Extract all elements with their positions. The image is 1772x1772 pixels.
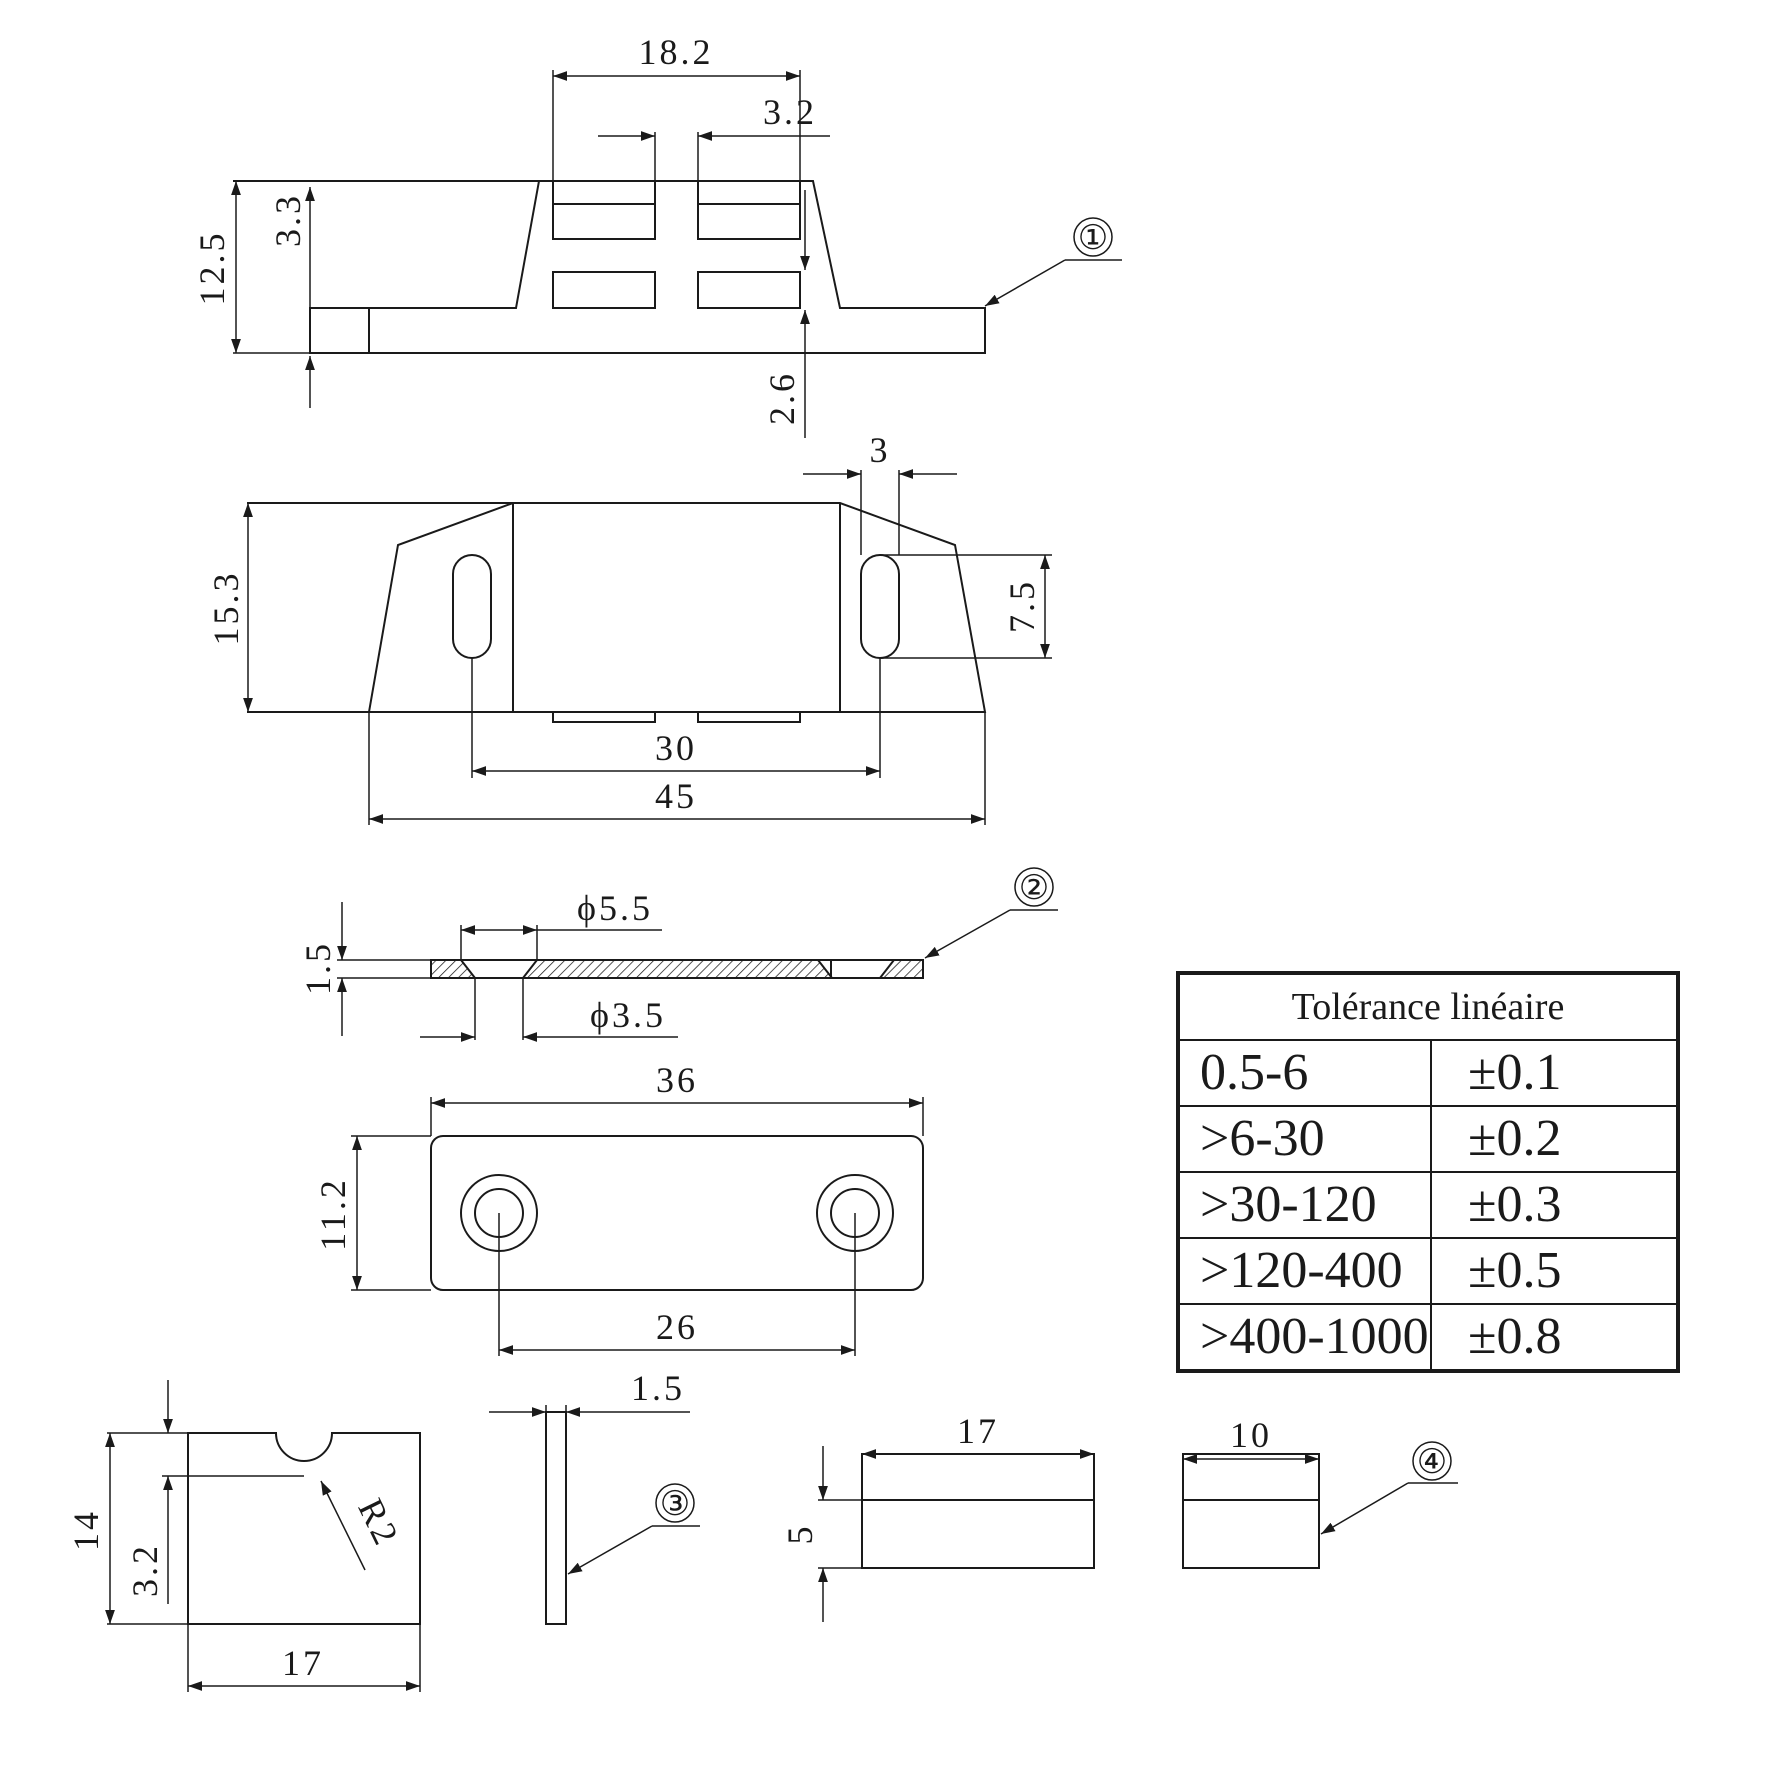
dim-text: 26 <box>656 1307 698 1347</box>
table-row: 0.5-6 ±0.1 <box>1177 1039 1679 1107</box>
dim-text: 2.6 <box>762 371 802 425</box>
dim-text: 11.2 <box>313 1177 353 1251</box>
dim-text: R2 <box>350 1492 407 1553</box>
dimension-phi-3-5: ϕ3.5 <box>420 978 678 1042</box>
plate-section-view <box>430 959 924 979</box>
dim-text: 5 <box>780 1524 820 1545</box>
dimension-r2: R2 <box>320 1480 407 1571</box>
table-title: Tolérance linéaire <box>1177 972 1679 1041</box>
plate-top-view <box>430 1135 924 1291</box>
dimension-12-5: 12.5 <box>192 181 315 408</box>
dimension-30: 30 <box>471 658 881 778</box>
dim-text: ϕ3.5 <box>590 995 666 1035</box>
bracket-front-view <box>107 1432 421 1625</box>
dimension-phi-5-5: ϕ5.5 <box>460 888 662 960</box>
dim-text: ϕ5.5 <box>577 888 653 928</box>
magnet-end-view <box>1182 1453 1320 1569</box>
tolerance-cell: ±0.3 <box>1430 1171 1679 1239</box>
dimension-14: 14 <box>66 1433 115 1624</box>
callout-text: ② <box>1019 870 1049 907</box>
dim-text: 10 <box>1230 1415 1272 1455</box>
callout-text: ① <box>1078 220 1108 257</box>
tolerance-cell: ±0.1 <box>1430 1039 1679 1107</box>
dim-text: 45 <box>655 776 697 816</box>
bracket-side-view <box>545 1405 567 1625</box>
dim-text: 1.5 <box>298 941 338 995</box>
dimension-3-3: 3.3 <box>268 187 315 308</box>
dim-text: 36 <box>656 1060 698 1100</box>
callout-text: ③ <box>660 1486 690 1523</box>
dimension-3-2-side: 3.2 <box>125 1380 173 1604</box>
dimension-45: 45 <box>368 712 986 825</box>
dimension-10: 10 <box>1183 1415 1319 1464</box>
dimension-1-5-plate: 1.5 <box>298 902 431 1036</box>
dimension-17-bracket: 17 <box>187 1624 421 1692</box>
table-row: >6-30 ±0.2 <box>1177 1105 1679 1173</box>
dimension-26: 26 <box>498 1213 856 1356</box>
dimension-15-3: 15.3 <box>206 503 253 712</box>
dim-text: 7.5 <box>1002 579 1042 633</box>
table-header-row: Tolérance linéaire <box>1177 972 1679 1041</box>
range-cell: >120-400 <box>1177 1237 1432 1305</box>
dim-text: 1.5 <box>631 1368 685 1408</box>
table-row: >400-1000 ±0.8 <box>1177 1303 1679 1372</box>
callout-3: ③ <box>567 1483 700 1575</box>
dim-text: 3.2 <box>763 92 817 132</box>
housing-front-view <box>247 502 987 723</box>
dimension-3-2-top: 3.2 <box>598 92 830 181</box>
range-cell: >30-120 <box>1177 1171 1432 1239</box>
dimension-17-magnet: 17 <box>862 1411 1094 1459</box>
callout-4: ④ <box>1320 1441 1458 1535</box>
range-cell: >400-1000 <box>1177 1303 1432 1372</box>
dim-text: 15.3 <box>206 571 246 646</box>
dimension-5: 5 <box>780 1446 828 1622</box>
dim-text: 17 <box>282 1643 324 1683</box>
dimension-11-2: 11.2 <box>313 1135 431 1291</box>
dim-text: 3.2 <box>125 1543 165 1597</box>
range-cell: 0.5-6 <box>1177 1039 1432 1107</box>
dimension-1-5-thin: 1.5 <box>489 1368 690 1417</box>
table-row: >120-400 ±0.5 <box>1177 1237 1679 1305</box>
dimension-18-2: 18.2 <box>552 32 801 181</box>
housing-side-view <box>233 180 986 354</box>
range-cell: >6-30 <box>1177 1105 1432 1173</box>
dim-text: 17 <box>957 1411 999 1451</box>
dimension-3-slot: 3 <box>803 430 957 555</box>
dim-text: 14 <box>66 1509 106 1551</box>
tolerance-cell: ±0.5 <box>1430 1237 1679 1305</box>
dim-text: 12.5 <box>192 231 232 306</box>
tolerance-cell: ±0.2 <box>1430 1105 1679 1173</box>
callout-text: ④ <box>1417 1444 1447 1481</box>
callout-2: ② <box>924 867 1058 959</box>
tolerance-cell: ±0.8 <box>1430 1303 1679 1372</box>
dim-text: 3.3 <box>268 193 308 247</box>
dim-text: 18.2 <box>639 32 714 72</box>
table-row: >30-120 ±0.3 <box>1177 1171 1679 1239</box>
dim-text: 3 <box>870 430 891 470</box>
dimension-36: 36 <box>430 1060 924 1136</box>
dim-text: 30 <box>655 728 697 768</box>
magnet-long-view <box>818 1453 1095 1569</box>
dimension-7-5: 7.5 <box>880 554 1052 659</box>
tolerance-table: Tolérance linéaire 0.5-6 ±0.1 >6-30 ±0.2… <box>1176 971 1680 1373</box>
callout-1: ① <box>984 217 1122 307</box>
dimension-2-6: 2.6 <box>762 190 810 438</box>
